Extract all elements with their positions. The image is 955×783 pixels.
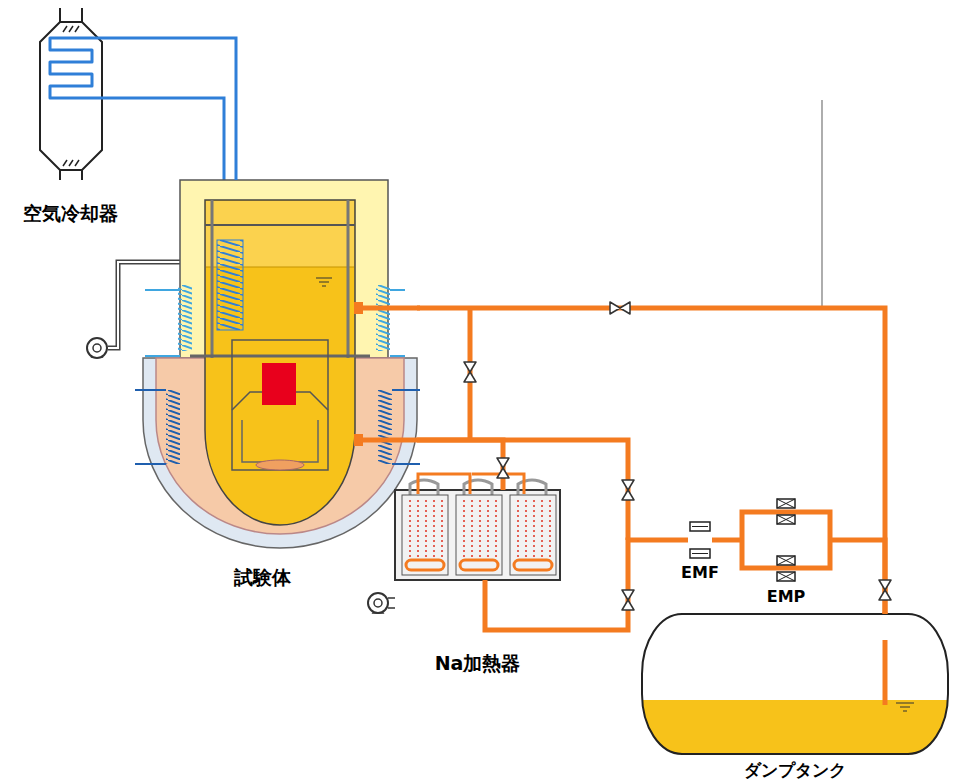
dump-tank: ダンプタンク [642, 614, 948, 754]
gas-loop [108, 262, 180, 348]
heater-cell [510, 495, 556, 575]
node-label: 空気冷却器 [23, 202, 118, 224]
heater-casing [395, 490, 560, 580]
heater-coil [460, 560, 498, 570]
flowmeter-magnet [692, 553, 708, 554]
heater-coil [514, 560, 552, 570]
gas-loop [108, 262, 180, 348]
blower [368, 593, 388, 613]
dip-pipe [883, 640, 888, 705]
air-flow-mark [63, 26, 79, 166]
test-vessel [135, 180, 420, 548]
core-frame [232, 340, 328, 470]
pipe-connector [485, 540, 688, 630]
pump-coil [777, 499, 795, 581]
pipe-connector [417, 308, 885, 614]
heater-coil [166, 390, 180, 464]
pipe-connector [417, 440, 503, 490]
heater-coil [406, 560, 444, 570]
valve [879, 580, 891, 600]
tank-shell [642, 614, 948, 754]
air-duct [388, 598, 395, 608]
vent-line [821, 100, 822, 306]
valve [497, 458, 509, 478]
test-vessel: 試験体 [143, 180, 417, 548]
deck-plate [205, 224, 355, 226]
node-label: 試験体 [234, 566, 291, 588]
heater-lead [145, 290, 405, 356]
blower [87, 338, 107, 358]
heater-element [518, 500, 550, 558]
heater-coil [406, 560, 552, 570]
core-basket [242, 420, 318, 462]
node-label: EMP [767, 586, 806, 608]
flowmeter-magnet [692, 526, 708, 527]
heater-tube [410, 480, 546, 495]
valve [622, 480, 634, 500]
node-label: EMF [681, 562, 719, 584]
cooler-duct [60, 8, 82, 180]
na-heater-body [368, 474, 560, 613]
pipe-connector [712, 538, 740, 543]
sodium-pipe [360, 306, 420, 311]
cooling-coil [217, 240, 243, 330]
blower [374, 599, 382, 607]
pipe-connector [102, 38, 236, 180]
node-label: ダンプタンク [744, 759, 846, 781]
heater-element [410, 500, 442, 558]
flowmeter-magnet [690, 549, 710, 558]
valve-group [464, 302, 891, 610]
blower [93, 344, 101, 352]
heater-coil [376, 285, 390, 351]
tank-sodium [642, 700, 948, 754]
flowmeter: EMF [688, 520, 712, 560]
heated-section [262, 363, 296, 405]
heater-lead [135, 390, 420, 464]
level-mark [316, 278, 332, 286]
valve [622, 590, 634, 610]
pump-symbol [742, 499, 830, 581]
heater-cell [456, 495, 502, 575]
na-heater: Na加熱器 [395, 490, 560, 580]
support-rod [212, 200, 348, 358]
pump: EMP [740, 498, 832, 582]
level-mark [896, 703, 914, 711]
air-cooler: 空気冷却器 [38, 8, 102, 180]
support-plate [190, 355, 370, 358]
valve [464, 362, 476, 382]
valve [610, 302, 630, 314]
heater-element [464, 500, 496, 558]
sodium-vessel [205, 200, 355, 525]
heater-coil [378, 390, 392, 464]
node-label: Na加熱器 [435, 652, 521, 674]
heater-cell [402, 495, 556, 575]
cooler-housing [40, 22, 102, 170]
heater-coil [178, 285, 192, 351]
dump-tank-body [640, 614, 950, 760]
air-cooler-body [40, 8, 102, 180]
heater-element [410, 500, 550, 558]
flowmeter-symbol [690, 522, 710, 558]
pump-coil [777, 499, 795, 581]
heater-cell [402, 495, 448, 575]
pump-duct [742, 512, 830, 568]
pipe-connector [832, 540, 885, 614]
cooler-coil [50, 38, 102, 98]
flowmeter-magnet [690, 522, 710, 531]
bottom-plenum [256, 460, 304, 470]
